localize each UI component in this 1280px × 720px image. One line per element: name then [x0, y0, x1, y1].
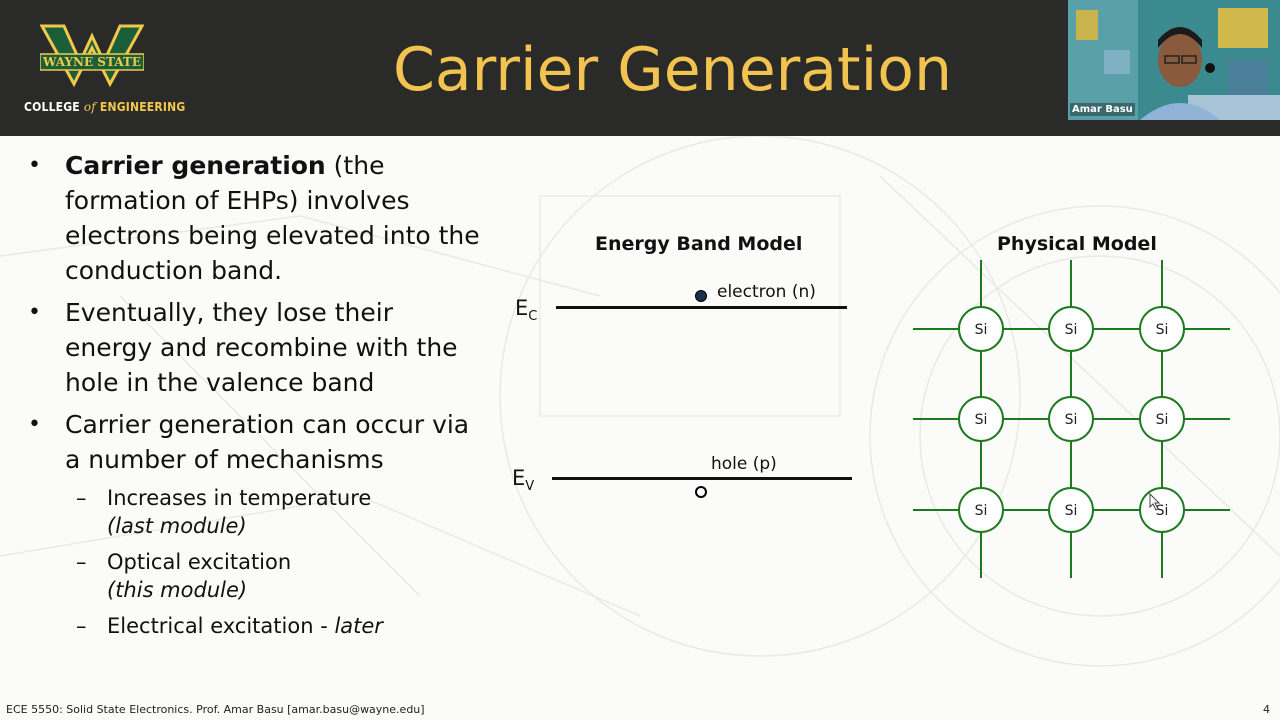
- bullet-dot: •: [28, 153, 41, 178]
- electron-label: electron (n): [717, 282, 816, 302]
- bullet-item: • Carrier generation (the formation of E…: [28, 148, 488, 288]
- slide-title: Carrier Generation: [393, 35, 952, 105]
- si-atom-label: Si: [1065, 322, 1078, 338]
- bullet-text: Carrier generation can occur via a numbe…: [65, 410, 470, 474]
- hole-label: hole (p): [711, 454, 777, 474]
- si-atom-label: Si: [975, 503, 988, 519]
- webcam-video-frame: [1068, 0, 1280, 120]
- ec-label: EC: [515, 296, 538, 324]
- physical-model-title: Physical Model: [997, 233, 1157, 255]
- sub-bullet-list: – Increases in temperature(last module) …: [28, 484, 488, 640]
- bullet-bold-text: Carrier generation: [65, 151, 326, 180]
- valence-band-line: [552, 477, 852, 480]
- electron-dot: [695, 290, 707, 302]
- si-atom-label: Si: [975, 412, 988, 428]
- ev-label: EV: [512, 466, 535, 494]
- bullet-item: • Eventually, they lose their energy and…: [28, 295, 488, 400]
- presenter-webcam: Amar Basu: [1068, 0, 1280, 120]
- si-atom: Si: [1139, 396, 1185, 442]
- si-atom-label: Si: [975, 322, 988, 338]
- bullet-text: Eventually, they lose their energy and r…: [65, 298, 458, 397]
- si-atom: Si: [958, 487, 1004, 533]
- dash-marker: –: [76, 550, 87, 574]
- bullet-item: • Carrier generation can occur via a num…: [28, 407, 488, 477]
- sub-bullet-item: – Electrical excitation - later: [76, 614, 383, 638]
- bullet-dot: •: [28, 412, 41, 437]
- sub-bullet-item: – Increases in temperature(last module): [76, 486, 372, 538]
- dash-marker: –: [76, 486, 87, 510]
- wayne-state-logo: WAYNE STATE COLLEGE of ENGINEERING: [22, 20, 185, 120]
- si-atom: Si: [1048, 306, 1094, 352]
- background-watermark: [0, 136, 1280, 667]
- slide-footer: ECE 5550: Solid State Electronics. Prof.…: [6, 703, 425, 716]
- si-atom: Si: [958, 396, 1004, 442]
- si-atom-label: Si: [1065, 412, 1078, 428]
- si-atom: Si: [1048, 396, 1094, 442]
- bullet-text: (the formation of EHPs) involves electro…: [65, 151, 480, 285]
- page-number: 4: [1263, 703, 1270, 716]
- logo-w-emblem: WAYNE STATE: [40, 24, 144, 88]
- logo-wordmark: WAYNE STATE: [42, 55, 141, 69]
- hole-circle: [695, 486, 707, 498]
- si-atom-label: Si: [1156, 322, 1169, 338]
- energy-band-title: Energy Band Model: [595, 233, 803, 255]
- bullet-dot: •: [28, 300, 41, 325]
- si-atom-label: Si: [1156, 503, 1169, 519]
- conduction-band-line: [556, 306, 847, 309]
- si-atom-label: Si: [1065, 503, 1078, 519]
- si-atom: Si: [1048, 487, 1094, 533]
- sub-bullet-item: – Optical excitation(this module): [76, 550, 292, 602]
- si-atom: Si: [1139, 487, 1185, 533]
- slide-header: WAYNE STATE COLLEGE of ENGINEERING Carri…: [0, 0, 1280, 136]
- si-atom: Si: [1139, 306, 1185, 352]
- mouse-cursor-icon: [1149, 493, 1161, 511]
- college-of-engineering: COLLEGE of ENGINEERING: [24, 100, 186, 114]
- bullet-list: • Carrier generation (the formation of E…: [28, 148, 488, 648]
- si-atom-label: Si: [1156, 412, 1169, 428]
- dash-marker: –: [76, 614, 87, 638]
- presenter-name: Amar Basu: [1070, 103, 1135, 116]
- si-atom: Si: [958, 306, 1004, 352]
